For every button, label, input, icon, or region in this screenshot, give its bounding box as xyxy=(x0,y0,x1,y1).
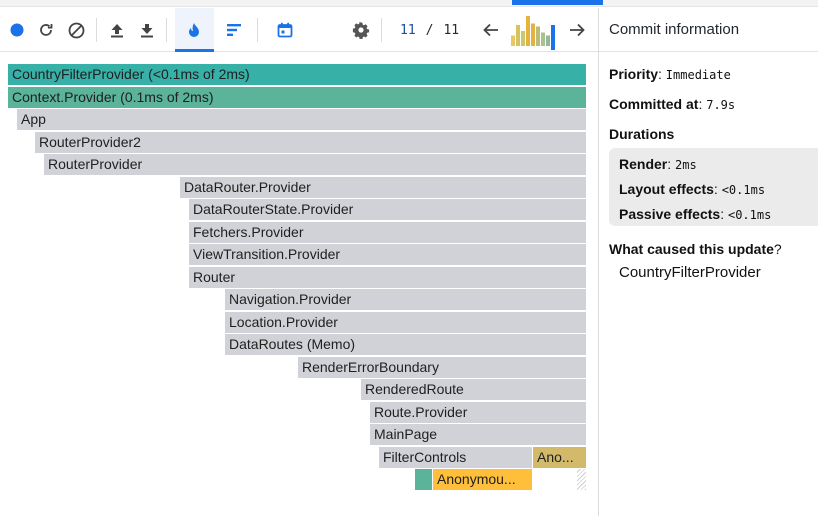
record-button[interactable] xyxy=(4,8,30,52)
upload-icon xyxy=(111,24,123,38)
flamegraph-node[interactable]: Router xyxy=(189,267,586,288)
flamegraph-node[interactable]: App xyxy=(17,109,586,130)
commit-separator: / xyxy=(425,22,434,38)
previous-commit-button[interactable] xyxy=(478,8,504,52)
flamegraph-node[interactable]: MainPage xyxy=(370,424,586,445)
flamegraph-node[interactable]: Anonymou... xyxy=(433,469,532,490)
calendar-icon xyxy=(277,22,293,38)
commit-bar[interactable] xyxy=(526,16,530,46)
cause-question-mark: ? xyxy=(773,241,782,257)
download-icon xyxy=(141,24,153,38)
flamegraph-node-small[interactable] xyxy=(415,469,432,490)
profiler-settings-button[interactable] xyxy=(348,8,374,52)
durations-label: Durations xyxy=(609,126,675,142)
load-profile-button[interactable] xyxy=(104,8,130,52)
layout-effects-value: <0.1ms xyxy=(721,183,766,197)
record-icon xyxy=(10,23,24,37)
arrow-right-icon xyxy=(570,23,585,37)
tab-accent xyxy=(512,0,603,5)
commit-navigator: 11 / 11 xyxy=(400,8,459,52)
top-strip xyxy=(0,0,818,7)
cause-label: What caused this update xyxy=(609,241,774,257)
flamegraph-node[interactable]: FilterControls xyxy=(379,447,532,468)
flamegraph-node[interactable]: DataRoutes (Memo) xyxy=(225,334,586,355)
commit-bar[interactable] xyxy=(531,23,535,47)
commit-info-panel: Commit information Priority: Immediate C… xyxy=(598,8,818,516)
flamegraph-node[interactable]: Fetchers.Provider xyxy=(189,222,586,243)
flame-icon xyxy=(189,23,199,37)
toolbar-separator xyxy=(257,18,258,42)
render-value: 2ms xyxy=(675,158,697,172)
durations-box: Render: 2ms Layout effects: <0.1ms Passi… xyxy=(609,148,818,226)
flamegraph-node[interactable]: Context.Provider (0.1ms of 2ms) xyxy=(8,87,586,108)
ranked-icon xyxy=(227,24,241,36)
flamegraph-node[interactable]: RenderErrorBoundary xyxy=(298,357,586,378)
flamegraph-node[interactable]: Navigation.Provider xyxy=(225,289,586,310)
flamegraph-node[interactable]: RouterProvider2 xyxy=(35,132,586,153)
render-label: Render xyxy=(619,156,668,172)
toolbar-separator xyxy=(166,18,167,42)
flamegraph-node[interactable]: Route.Provider xyxy=(370,402,586,423)
render-row: Render: 2ms xyxy=(619,156,697,172)
commit-bar[interactable] xyxy=(536,26,540,47)
flamegraph-node[interactable]: RenderedRoute xyxy=(361,379,586,400)
save-profile-button[interactable] xyxy=(134,8,160,52)
commit-bar[interactable] xyxy=(546,35,550,47)
panel-title: Commit information xyxy=(599,8,818,52)
toolbar-separator xyxy=(96,18,97,42)
flamegraph-node[interactable]: Ano... xyxy=(533,447,586,468)
next-commit-button[interactable] xyxy=(564,8,590,52)
commit-current-index: 11 xyxy=(400,22,416,38)
clear-profiling-button[interactable] xyxy=(63,8,89,52)
toolbar-separator xyxy=(381,18,382,42)
layout-effects-label: Layout effects xyxy=(619,181,714,197)
flamegraph-node[interactable]: CountryFilterProvider (<0.1ms of 2ms) xyxy=(8,64,586,85)
commit-bar[interactable] xyxy=(551,25,555,50)
flamegraph-tab[interactable] xyxy=(181,8,207,52)
committed-value: 7.9s xyxy=(706,98,736,112)
priority-label: Priority xyxy=(609,66,659,82)
cause-heading: What caused this update? xyxy=(609,241,782,257)
clear-icon xyxy=(68,22,84,38)
flamegraph-node[interactable]: DataRouterState.Provider xyxy=(189,199,586,220)
commit-bar[interactable] xyxy=(521,31,525,46)
reload-icon xyxy=(40,24,53,36)
commit-total: 11 xyxy=(443,22,460,38)
priority-row: Priority: Immediate xyxy=(609,66,731,82)
commit-selector-chart[interactable] xyxy=(510,12,556,50)
flamegraph-node[interactable]: RouterProvider xyxy=(44,154,586,175)
passive-effects-row: Passive effects: <0.1ms xyxy=(619,206,772,222)
arrow-left-icon xyxy=(483,23,498,37)
flamegraph-node-unrendered xyxy=(577,469,586,490)
durations-heading: Durations xyxy=(609,126,674,142)
profiler-toolbar: 11 / 11 xyxy=(0,8,598,52)
ranked-chart-tab[interactable] xyxy=(221,8,247,52)
committed-row: Committed at: 7.9s xyxy=(609,96,736,112)
layout-effects-row: Layout effects: <0.1ms xyxy=(619,181,766,197)
passive-effects-value: <0.1ms xyxy=(727,208,772,222)
flamegraph-node[interactable]: DataRouter.Provider xyxy=(180,177,586,198)
flamegraph-node[interactable]: ViewTransition.Provider xyxy=(189,244,586,265)
flamegraph-tab-highlight xyxy=(175,8,214,52)
priority-value: Immediate xyxy=(665,68,731,82)
passive-effects-label: Passive effects xyxy=(619,206,721,222)
flamegraph-node[interactable]: Location.Provider xyxy=(225,312,586,333)
commit-bar[interactable] xyxy=(541,32,545,47)
reload-and-profile-button[interactable] xyxy=(33,8,59,52)
commit-bar[interactable] xyxy=(516,25,520,46)
commit-bar[interactable] xyxy=(511,35,515,47)
timeline-tab[interactable] xyxy=(272,8,298,52)
gear-icon xyxy=(352,21,370,39)
cause-component-link[interactable]: CountryFilterProvider xyxy=(619,264,761,281)
flamegraph: CountryFilterProvider (<0.1ms of 2ms) Co… xyxy=(0,53,598,516)
committed-label: Committed at xyxy=(609,96,699,112)
